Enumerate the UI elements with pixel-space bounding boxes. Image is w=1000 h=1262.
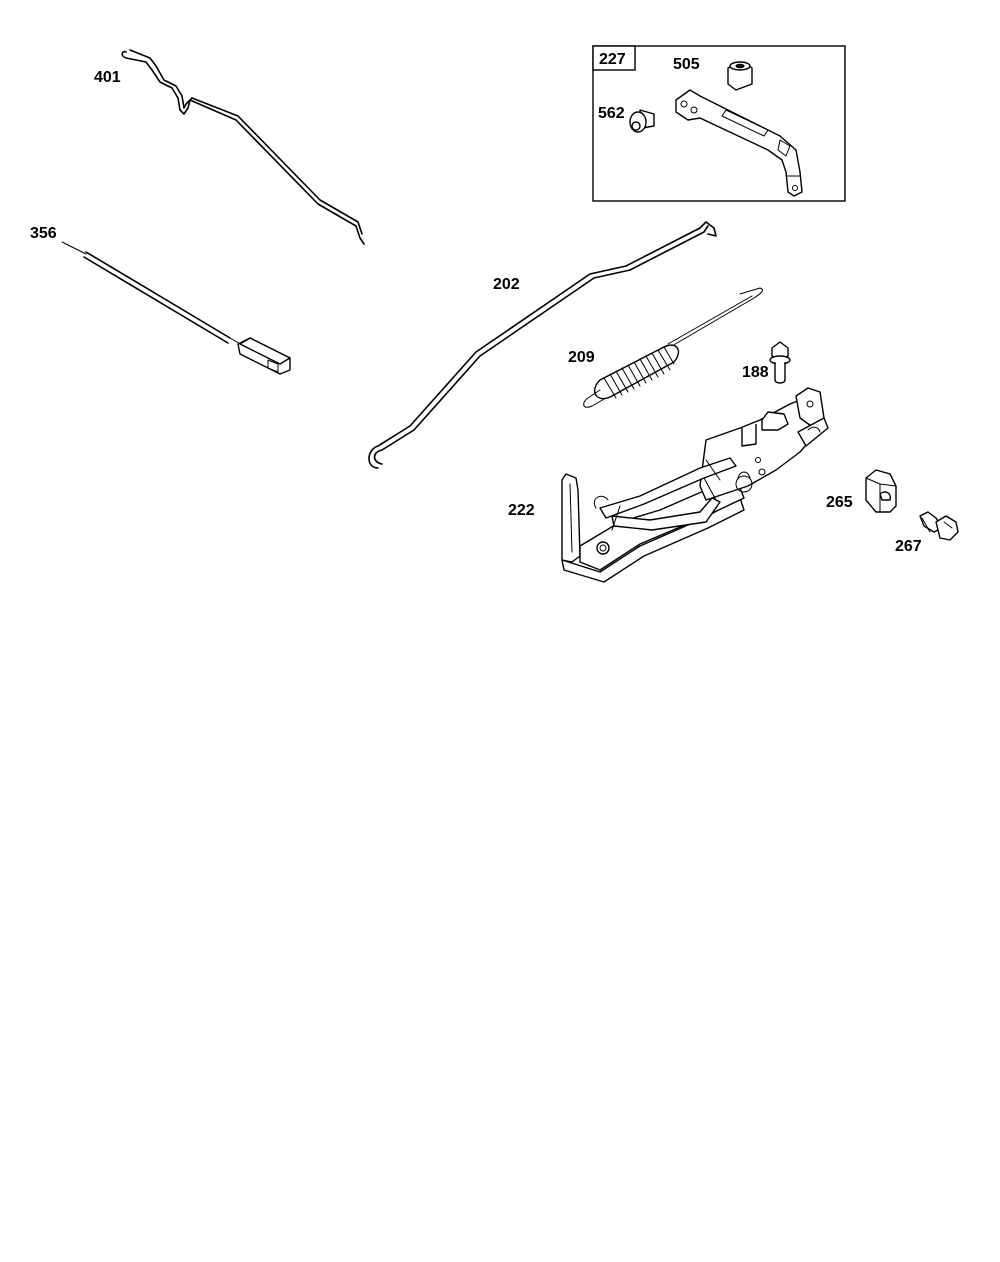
label-209: 209 bbox=[568, 349, 595, 366]
part-505-bushing bbox=[727, 61, 753, 91]
label-401: 401 bbox=[94, 69, 121, 86]
label-202: 202 bbox=[493, 276, 520, 293]
kit-227-box bbox=[592, 45, 846, 202]
part-401-rod bbox=[121, 49, 365, 245]
part-356-cable bbox=[61, 241, 291, 375]
part-209-spring bbox=[583, 287, 763, 408]
label-562: 562 bbox=[598, 105, 625, 122]
label-356: 356 bbox=[30, 225, 57, 242]
label-222: 222 bbox=[508, 502, 535, 519]
label-267: 267 bbox=[895, 538, 922, 555]
part-265-clip bbox=[865, 469, 897, 513]
part-222-bracket bbox=[561, 387, 829, 583]
part-227-lever bbox=[675, 89, 803, 197]
part-267-screw bbox=[919, 511, 959, 541]
label-505: 505 bbox=[673, 56, 700, 73]
label-265: 265 bbox=[826, 494, 853, 511]
label-188: 188 bbox=[742, 364, 769, 381]
part-202-rod bbox=[368, 221, 717, 469]
part-562-rivet bbox=[629, 109, 655, 133]
label-227: 227 bbox=[599, 51, 626, 68]
part-188-bolt bbox=[769, 341, 791, 384]
